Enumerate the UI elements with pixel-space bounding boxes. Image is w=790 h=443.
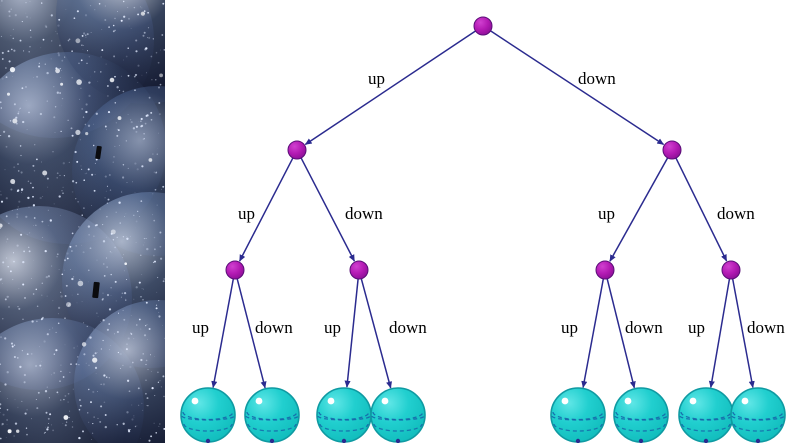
leaf-sphere[interactable] — [550, 387, 606, 443]
sphere-equator-line — [245, 415, 299, 421]
sphere-latitude-line — [372, 411, 424, 421]
tree-leaves-layer — [180, 387, 786, 443]
sphere-highlight — [561, 397, 569, 405]
tree-node[interactable] — [225, 260, 245, 280]
tree-node[interactable] — [473, 16, 493, 36]
edge-label-down: down — [717, 204, 755, 223]
sphere-latitude-line — [733, 423, 783, 432]
sphere-south-pole-dot — [269, 438, 275, 443]
sphere-latitude-line — [247, 423, 297, 432]
tree-edge — [674, 155, 728, 262]
leaf-sphere[interactable] — [180, 387, 236, 443]
sphere-latitude-line — [183, 423, 233, 432]
sphere-latitude-line — [680, 411, 732, 421]
sphere-equator-line — [317, 415, 371, 421]
sphere-latitude-line — [553, 423, 603, 432]
sphere-south-pole-dot — [341, 438, 347, 443]
tree-node[interactable] — [595, 260, 615, 280]
sphere-highlight — [255, 397, 263, 405]
edge-label-up: up — [238, 204, 255, 223]
leaf-sphere[interactable] — [244, 387, 300, 443]
tree-edge — [238, 155, 295, 262]
edge-label-up: up — [192, 318, 209, 337]
sphere-equator-line — [679, 415, 733, 421]
sphere-latitude-line — [552, 411, 604, 421]
tree-node[interactable] — [721, 260, 741, 280]
edge-label-down: down — [747, 318, 785, 337]
edge-label-down: down — [578, 69, 616, 88]
tree-edge — [304, 29, 478, 146]
edge-label-down: down — [345, 204, 383, 223]
leaf-sphere[interactable] — [678, 387, 734, 443]
tree-node[interactable] — [349, 260, 369, 280]
sphere-equator-line — [181, 415, 235, 421]
sphere-equator-line — [614, 415, 668, 421]
leaf-sphere[interactable] — [370, 387, 426, 443]
sphere-latitude-line — [373, 423, 423, 432]
tree-edge — [609, 155, 670, 262]
leaf-sphere[interactable] — [316, 387, 372, 443]
sphere-highlight — [624, 397, 632, 405]
sphere-highlight — [327, 397, 335, 405]
sphere-south-pole-dot — [638, 438, 644, 443]
edge-label-up: up — [324, 318, 341, 337]
sphere-latitude-line — [318, 411, 370, 421]
sphere-latitude-line — [681, 423, 731, 432]
tree-edge — [581, 276, 605, 389]
sphere-highlight — [689, 397, 697, 405]
tree-node[interactable] — [287, 140, 307, 160]
tree-edge — [235, 276, 267, 389]
sphere-latitude-line — [732, 411, 784, 421]
tree-edge — [488, 29, 665, 146]
sphere-latitude-line — [615, 411, 667, 421]
tree-edge — [211, 276, 235, 389]
leaf-sphere[interactable] — [613, 387, 669, 443]
edge-label-up: up — [561, 318, 578, 337]
sphere-south-pole-dot — [205, 438, 211, 443]
tree-node[interactable] — [662, 140, 682, 160]
sphere-latitude-line — [246, 411, 298, 421]
sphere-south-pole-dot — [703, 438, 709, 443]
sphere-highlight — [381, 397, 389, 405]
edge-label-up: up — [688, 318, 705, 337]
edge-label-up: up — [598, 204, 615, 223]
edge-label-up: up — [368, 69, 385, 88]
tree-edge — [708, 276, 731, 388]
sphere-south-pole-dot — [395, 438, 401, 443]
sphere-latitude-line — [182, 411, 234, 421]
edge-label-down: down — [625, 318, 663, 337]
sphere-equator-line — [371, 415, 425, 421]
sphere-highlight — [741, 397, 749, 405]
tree-edge — [344, 276, 360, 388]
tree-edge — [299, 155, 356, 262]
sphere-latitude-line — [319, 423, 369, 432]
sphere-latitude-line — [616, 423, 666, 432]
tree-edge — [360, 276, 392, 389]
sphere-equator-line — [551, 415, 605, 421]
sphere-highlight — [191, 397, 199, 405]
edge-label-down: down — [389, 318, 427, 337]
tree-edge — [605, 276, 636, 389]
tree-nodes-layer — [225, 16, 741, 280]
tree-edge — [731, 276, 755, 389]
sphere-south-pole-dot — [755, 438, 761, 443]
edge-label-down: down — [255, 318, 293, 337]
sphere-equator-line — [731, 415, 785, 421]
sphere-south-pole-dot — [575, 438, 581, 443]
tree-edges-layer — [211, 29, 755, 389]
leaf-sphere[interactable] — [730, 387, 786, 443]
